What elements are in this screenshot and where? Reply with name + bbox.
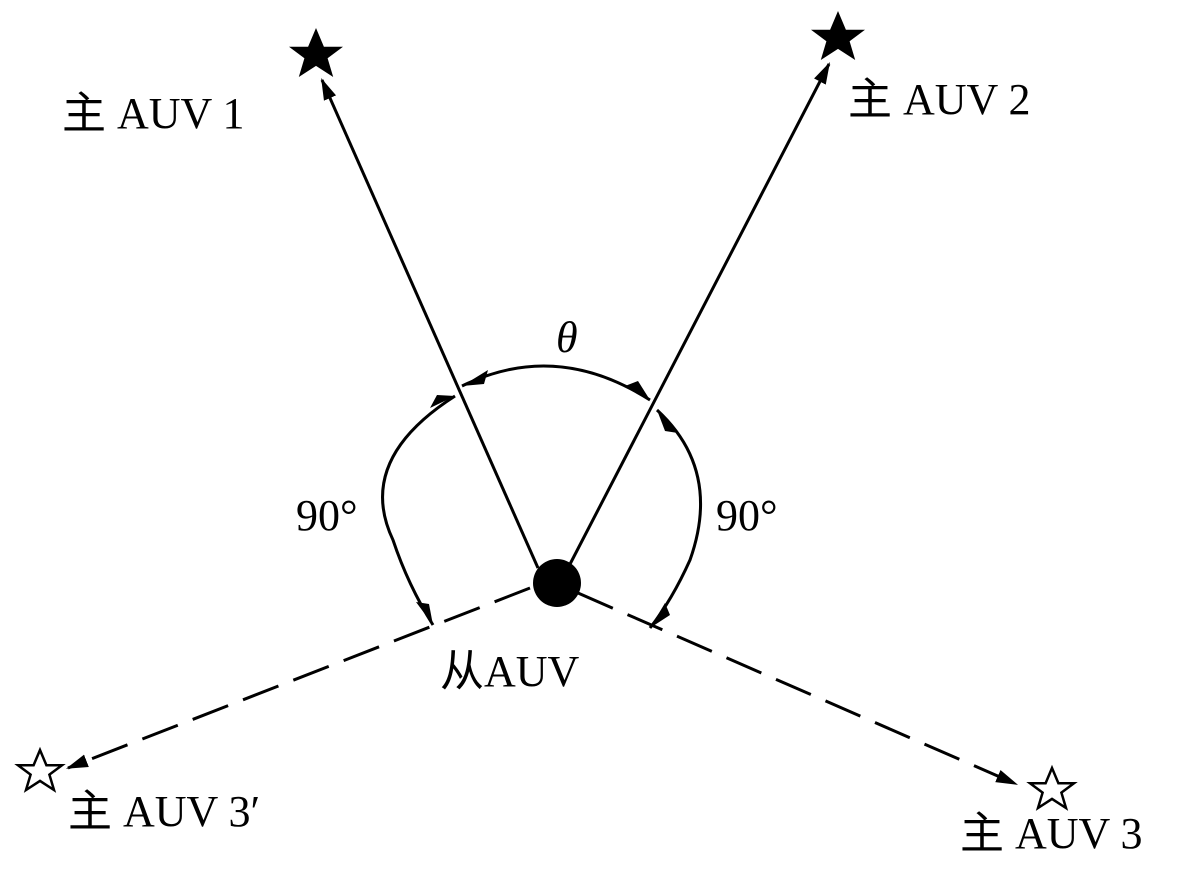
theta-label: θ (556, 313, 578, 362)
hollow-star-icon (14, 746, 66, 793)
theta-arrow-left (462, 370, 488, 386)
dashed-arrow-to-master-3prime (65, 586, 531, 770)
right-90-arc (648, 408, 702, 629)
arrow-to-master-2 (566, 62, 831, 569)
right-angle-label: 90° (716, 491, 778, 540)
left-arc-arrow-top (430, 395, 455, 408)
theta-arrow-right (625, 381, 650, 400)
hollow-star-icon (1026, 764, 1078, 811)
dashed-arrow-to-master-3 (577, 591, 1019, 786)
left-angle-label: 90° (296, 491, 358, 540)
right-arc-arrow-bottom (650, 603, 670, 628)
master-auv-3-label: 主 AUV 3 (960, 809, 1143, 858)
filled-star-icon (811, 11, 865, 60)
master-auv-1-label: 主 AUV 1 (62, 89, 245, 138)
left-arc-arrow-bottom (416, 602, 433, 625)
arrow-to-master-1 (320, 77, 540, 569)
left-90-arc (381, 394, 456, 626)
slave-auv-label: 从AUV (440, 647, 580, 696)
filled-star-icon (289, 28, 343, 77)
master-auv-2-label: 主 AUV 2 (848, 75, 1031, 124)
master-auv-3prime-label: 主 AUV 3′ (68, 787, 260, 836)
slave-auv-dot (533, 559, 581, 607)
theta-arc (461, 364, 651, 402)
right-arc-arrow-top (657, 410, 678, 433)
